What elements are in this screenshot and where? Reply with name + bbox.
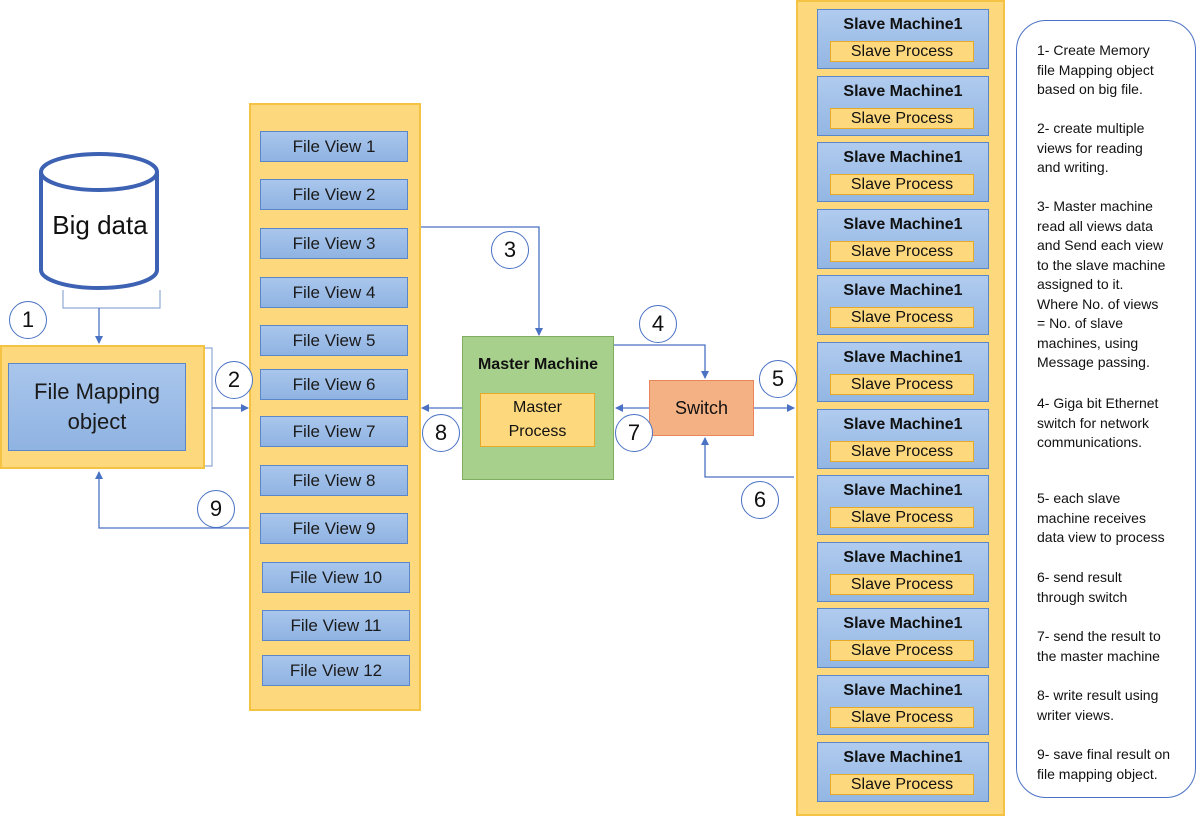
step-4-marker: 4	[639, 305, 677, 343]
slave-process: Slave Process	[830, 41, 974, 62]
note-step-5: 5- each slave machine receives data view…	[1037, 490, 1165, 545]
slave-process: Slave Process	[830, 107, 974, 129]
arrow-view9-to-mapping	[95, 471, 249, 529]
step-9-marker: 9	[197, 490, 235, 528]
slave-machine-title: Slave Machine1	[843, 349, 963, 366]
slave-machine-title: Slave Machine1	[843, 615, 963, 633]
step-2-marker: 2	[215, 361, 253, 399]
note-step-4: 4- Giga bit Ethernet switch for network …	[1037, 395, 1159, 450]
file-view-7: File View 7	[260, 416, 408, 447]
file-view-8: File View 8	[260, 465, 408, 496]
slave-machine-title: Slave Machine1	[843, 548, 963, 566]
note-step-2: 2- create multiple views for reading and…	[1037, 120, 1145, 175]
notes-panel: 1- Create Memory file Mapping object bas…	[1016, 20, 1196, 798]
file-view-3: File View 3	[260, 228, 408, 259]
note-step-1: 1- Create Memory file Mapping object bas…	[1037, 42, 1154, 97]
step-3-marker: 3	[491, 231, 529, 269]
file-view-5: File View 5	[260, 325, 408, 356]
arrow-view3-to-master	[420, 226, 543, 336]
note-step-7: 7- send the result to the master machine	[1037, 628, 1161, 664]
step-8-marker: 8	[422, 414, 460, 452]
mapping-bracket	[205, 347, 213, 467]
step-1-marker: 1	[9, 301, 47, 339]
file-view-12: File View 12	[262, 655, 410, 686]
file-view-9: File View 9	[260, 513, 408, 544]
file-view-1: File View 1	[260, 131, 408, 162]
file-mapping-object: File Mapping object	[8, 363, 186, 451]
switch: Switch	[649, 380, 754, 436]
file-view-10: File View 10	[262, 562, 410, 593]
file-view-11: File View 11	[262, 610, 410, 641]
slave-process: Slave Process	[830, 374, 974, 395]
slave-machine-title: Slave Machine1	[843, 16, 963, 33]
bigdata-bracket	[62, 290, 161, 309]
file-view-6: File View 6	[260, 369, 408, 400]
big-data-label: Big data	[52, 210, 148, 240]
slave-process: Slave Process	[830, 640, 974, 662]
arrow-slaves-to-switch	[701, 437, 794, 478]
note-step-6: 6- send result through switch	[1037, 569, 1128, 605]
slave-machine-title: Slave Machine1	[843, 748, 963, 766]
slave-machine-title: Slave Machine1	[843, 215, 963, 233]
file-view-2: File View 2	[260, 179, 408, 210]
slave-machine-title: Slave Machine1	[843, 282, 963, 300]
switch-label: Switch	[674, 397, 728, 418]
note-step-8: 8- write result using writer views.	[1037, 687, 1159, 723]
step-7-marker: 7	[615, 414, 653, 452]
slave-process: Slave Process	[830, 507, 974, 529]
master-process: Master Process	[480, 393, 595, 447]
slave-machine-title: Slave Machine1	[843, 415, 963, 433]
slave-process: Slave Process	[830, 573, 974, 595]
slave-machine-title: Slave Machine1	[843, 82, 963, 100]
slave-process: Slave Process	[830, 174, 974, 196]
master-machine-title: Master Machine	[477, 356, 599, 373]
slave-machine-title: Slave Machine1	[843, 682, 963, 699]
arrow-master-to-switch	[614, 344, 709, 379]
note-step-3: 3- Master machine read all views data an…	[1037, 198, 1166, 370]
file-view-4: File View 4	[260, 277, 408, 308]
slave-process: Slave Process	[830, 773, 974, 795]
big-data-cylinder-icon	[39, 152, 159, 290]
step-5-marker: 5	[759, 360, 797, 398]
slave-process: Slave Process	[830, 307, 974, 329]
step-6-marker: 6	[741, 481, 779, 519]
slave-process: Slave Process	[830, 240, 974, 262]
slave-machine-title: Slave Machine1	[843, 149, 963, 167]
note-step-9: 9- save final result on file mapping obj…	[1037, 746, 1171, 782]
slave-process: Slave Process	[830, 707, 974, 728]
slave-process: Slave Process	[830, 440, 974, 462]
file-mapping-label: File Mapping object	[34, 379, 160, 434]
master-process-label: Master Process	[508, 399, 567, 440]
slave-machine-title: Slave Machine1	[843, 482, 963, 500]
